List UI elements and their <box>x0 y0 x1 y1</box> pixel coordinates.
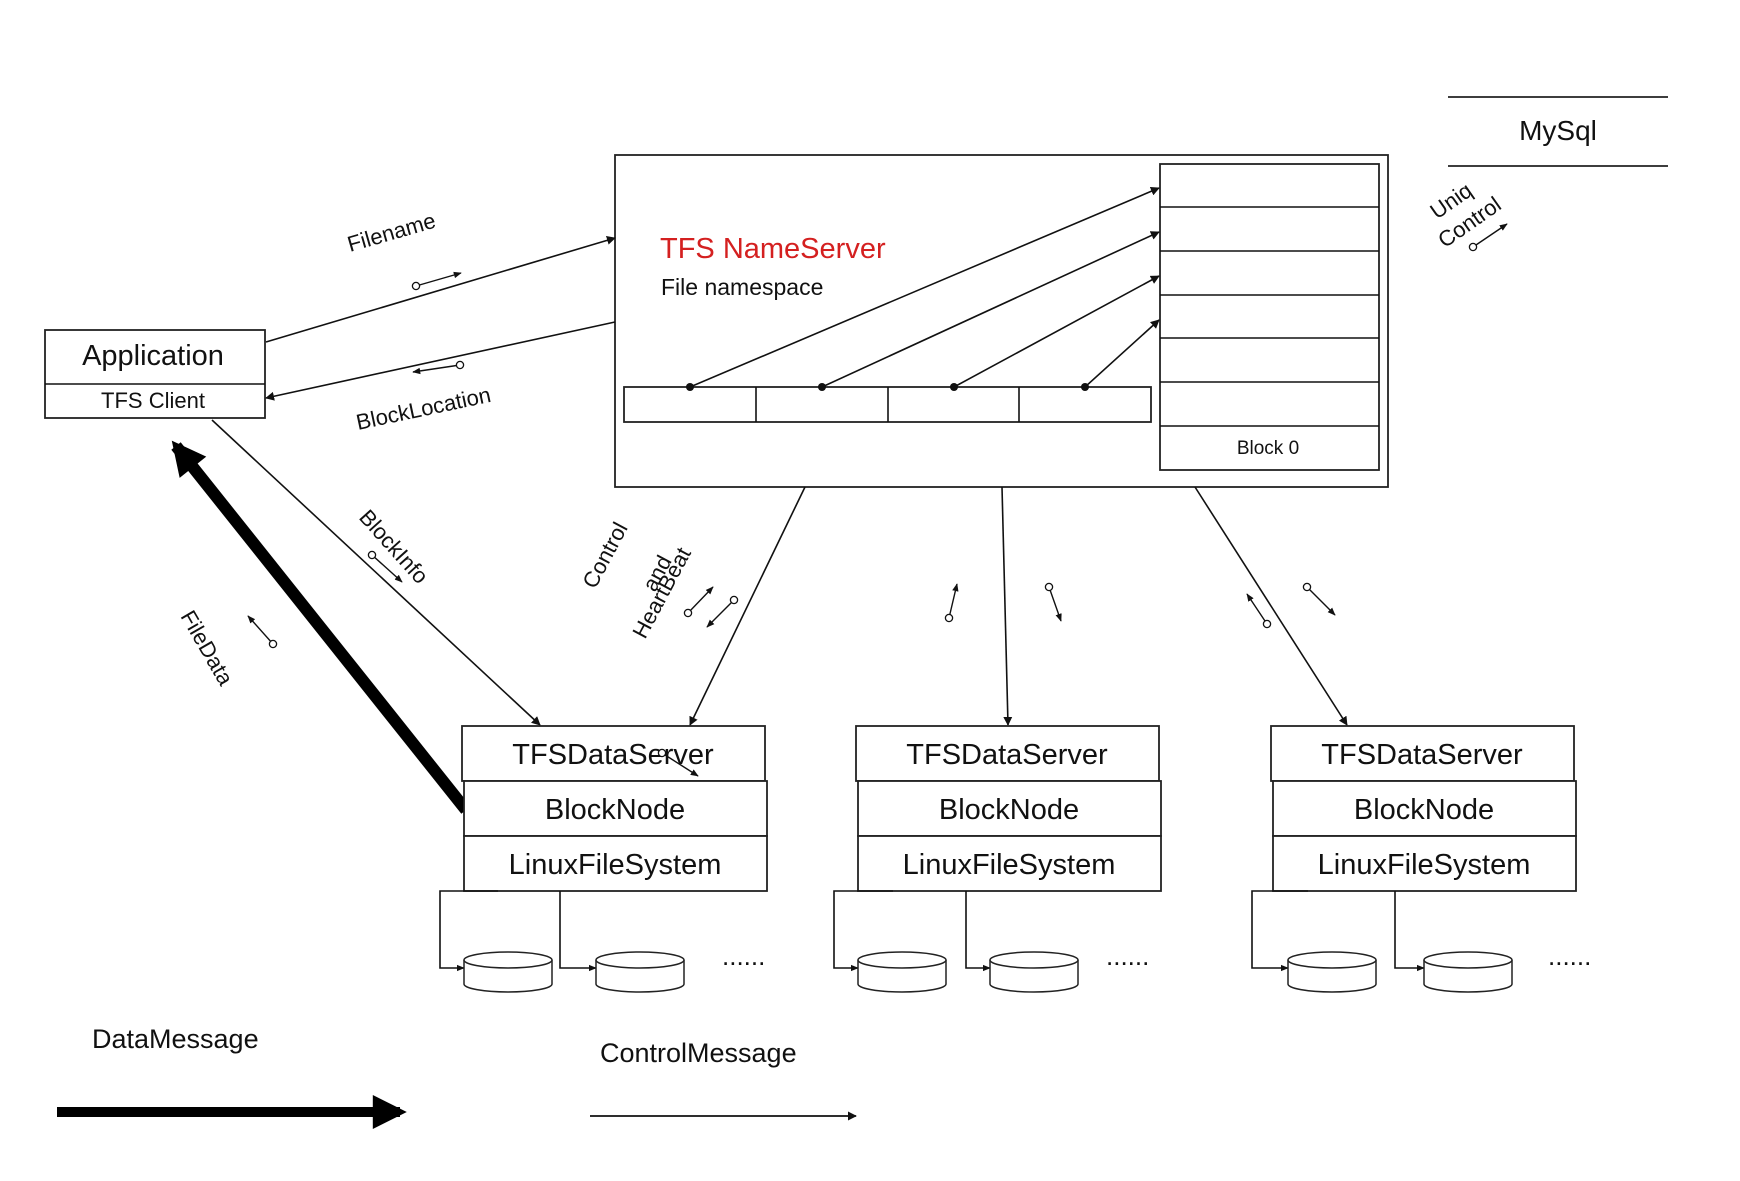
ds1-disk-1 <box>463 951 553 993</box>
blockinfo-indicator <box>367 550 403 583</box>
ds1-ellipsis: ...... <box>722 941 765 971</box>
legend-control-label: ControlMessage <box>600 1038 797 1068</box>
ds1-disk-2 <box>595 951 685 993</box>
filename-label: Filename <box>344 208 438 257</box>
filename-arrow <box>265 236 616 343</box>
block0-label: Block 0 <box>1237 438 1299 459</box>
dataserver-1: TFSDataServer BlockNode LinuxFileSystem … <box>439 725 768 993</box>
ds3-node-label: BlockNode <box>1354 794 1494 826</box>
ds2-disk-1 <box>857 951 947 993</box>
namespace-pointer-3 <box>950 275 1160 391</box>
namespace-row <box>623 386 1152 423</box>
filedata-label: FileData <box>176 606 239 690</box>
mysql-label: MySql <box>1519 115 1597 146</box>
legend: DataMessage ControlMessage <box>57 1024 857 1129</box>
ds3-indicator-down <box>1302 582 1336 616</box>
ds2-server-label: TFSDataServer <box>906 739 1108 771</box>
ds1-node-label: BlockNode <box>545 794 685 826</box>
block-table: Block 0 <box>1159 163 1380 471</box>
ds3-disk-2 <box>1423 951 1513 993</box>
filedata-indicator <box>247 615 278 649</box>
filename-indicator <box>411 271 462 291</box>
control-word: Control <box>577 518 632 592</box>
namespace-label: File namespace <box>661 274 823 300</box>
ds2-indicator-up <box>944 583 959 623</box>
nameserver-title: TFS NameServer <box>660 233 886 265</box>
ds2-fs-label: LinuxFileSystem <box>903 849 1116 881</box>
dataserver-3: TFSDataServer BlockNode LinuxFileSystem … <box>1251 725 1591 993</box>
blocklocation-indicator <box>412 360 465 375</box>
ds3-fs-label: LinuxFileSystem <box>1318 849 1531 881</box>
legend-data-label: DataMessage <box>92 1024 259 1054</box>
control-heartbeat-label: Control and HeartBeat <box>577 518 696 642</box>
dataserver-2: TFSDataServer BlockNode LinuxFileSystem … <box>833 725 1162 993</box>
ns-to-ds1-arrow <box>689 486 806 726</box>
nameserver: TFS NameServer File namespace Block 0 <box>614 154 1389 488</box>
ds3-server-label: TFSDataServer <box>1321 739 1523 771</box>
heartbeat-indicator-1 <box>683 586 714 618</box>
ds3-indicator-up <box>1246 593 1272 629</box>
ds2-disk-2 <box>989 951 1079 993</box>
ds2-ellipsis: ...... <box>1106 941 1149 971</box>
ds3-disk-1 <box>1287 951 1377 993</box>
blocklocation-arrow <box>265 321 616 401</box>
application-client: Application TFS Client <box>44 329 266 419</box>
blockinfo-label: BlockInfo <box>354 505 433 589</box>
ds1-indicator <box>657 748 699 777</box>
blockinfo-arrow <box>211 419 541 726</box>
ds3-ellipsis: ...... <box>1548 941 1591 971</box>
filedata-arrow <box>171 440 471 814</box>
tfs-client-label: TFS Client <box>101 388 205 413</box>
namespace-pointer-4 <box>1081 319 1160 391</box>
ns-to-ds2-arrow <box>1001 486 1013 726</box>
mysql-store: MySql <box>1448 96 1668 167</box>
ds1-fs-label: LinuxFileSystem <box>509 849 722 881</box>
uniq-control-link: Uniq Control <box>1425 178 1505 253</box>
ds2-indicator-down <box>1044 582 1062 622</box>
uniq-control-indicator <box>1468 223 1508 252</box>
blocklocation-label: BlockLocation <box>354 382 493 435</box>
ds2-node-label: BlockNode <box>939 794 1079 826</box>
heartbeat-indicator-2 <box>706 595 739 628</box>
ns-to-ds3-arrow <box>1194 486 1348 726</box>
application-label: Application <box>82 340 224 372</box>
